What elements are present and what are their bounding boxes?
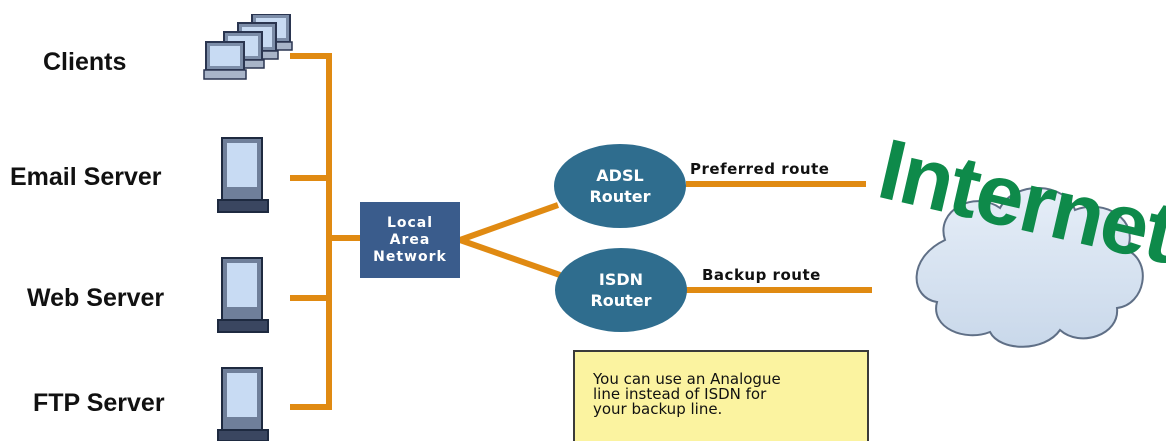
email-server-label: Email Server [10,163,162,191]
isdn-router-label: Router [590,291,652,310]
note-line: your backup line. [593,400,723,418]
isdn-router-label: ISDN [598,270,644,289]
backup-route-label: Backup route [702,266,821,284]
isdn-router: ISDN Router [555,248,687,332]
note-line: You can use an Analogue [593,370,781,388]
adsl-router-label: ADSL [596,166,644,185]
lan-label-line: Network [373,248,447,265]
web-server-label: Web Server [27,284,165,312]
lan-adsl-link [458,202,560,243]
lan-label-line: Local [386,214,434,231]
clients-label: Clients [43,48,127,76]
lan-isdn-link [459,237,561,278]
adsl-router: ADSL Router [554,144,686,228]
computer-icon [203,14,293,80]
lan-box: Local Area Network [360,202,460,278]
lan-label-line: Area [389,231,431,248]
preferred-route-label: Preferred route [690,160,830,178]
computer-icon [217,367,269,441]
cloud-icon [915,187,1144,348]
note-box: You can use an Analogue line instead of … [573,350,869,441]
computer-icon [217,137,269,213]
computer-icon [217,257,269,333]
note-line: line instead of ISDN for [593,385,767,403]
ftp-server-label: FTP Server [33,389,165,417]
adsl-router-label: Router [589,187,651,206]
